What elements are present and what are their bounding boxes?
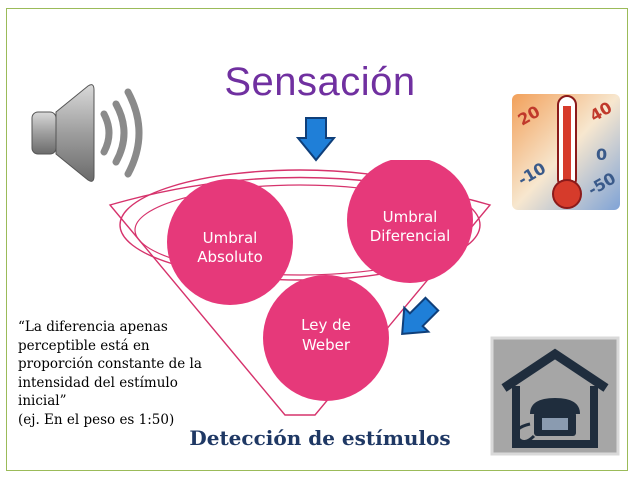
circle-umbral-diferencial: Umbral Diferencial <box>347 160 473 283</box>
slide-border <box>6 8 628 471</box>
diagonal-arrow-icon <box>401 296 440 335</box>
svg-text:Diferencial: Diferencial <box>370 227 451 245</box>
slide-title: Sensación <box>224 60 416 104</box>
svg-text:Absoluto: Absoluto <box>197 248 263 266</box>
thermometer-icon: 20 40 0 -10 -50 <box>512 94 620 210</box>
stimulus-detection-label: Detección de estímulos <box>189 426 451 450</box>
circle-ley-weber: Ley de Weber <box>263 275 389 401</box>
down-arrow-icon <box>296 117 336 162</box>
quote-line: intensidad del estímulo <box>18 374 178 391</box>
circle-umbral-absoluto: Umbral Absoluto <box>167 179 293 305</box>
svg-text:0: 0 <box>596 145 607 164</box>
quote-line: “La diferencia apenas <box>18 319 168 335</box>
svg-text:Ley de: Ley de <box>301 316 351 334</box>
quote-line: (ej. En el peso es 1:50) <box>18 411 175 428</box>
speaker-icon[interactable] <box>28 78 148 188</box>
house-phone-icon <box>490 336 620 456</box>
svg-text:Umbral: Umbral <box>203 229 258 247</box>
weber-quote: “La diferencia apenas perceptible está e… <box>18 318 233 429</box>
quote-line: perceptible está en <box>18 337 150 354</box>
quote-line: proporción constante de la <box>18 356 202 372</box>
svg-text:Umbral: Umbral <box>383 208 438 226</box>
funnel-diagram: Umbral Absoluto Umbral Diferencial Ley d… <box>108 160 492 416</box>
quote-line: inicial” <box>18 393 67 409</box>
svg-text:Weber: Weber <box>302 336 351 354</box>
